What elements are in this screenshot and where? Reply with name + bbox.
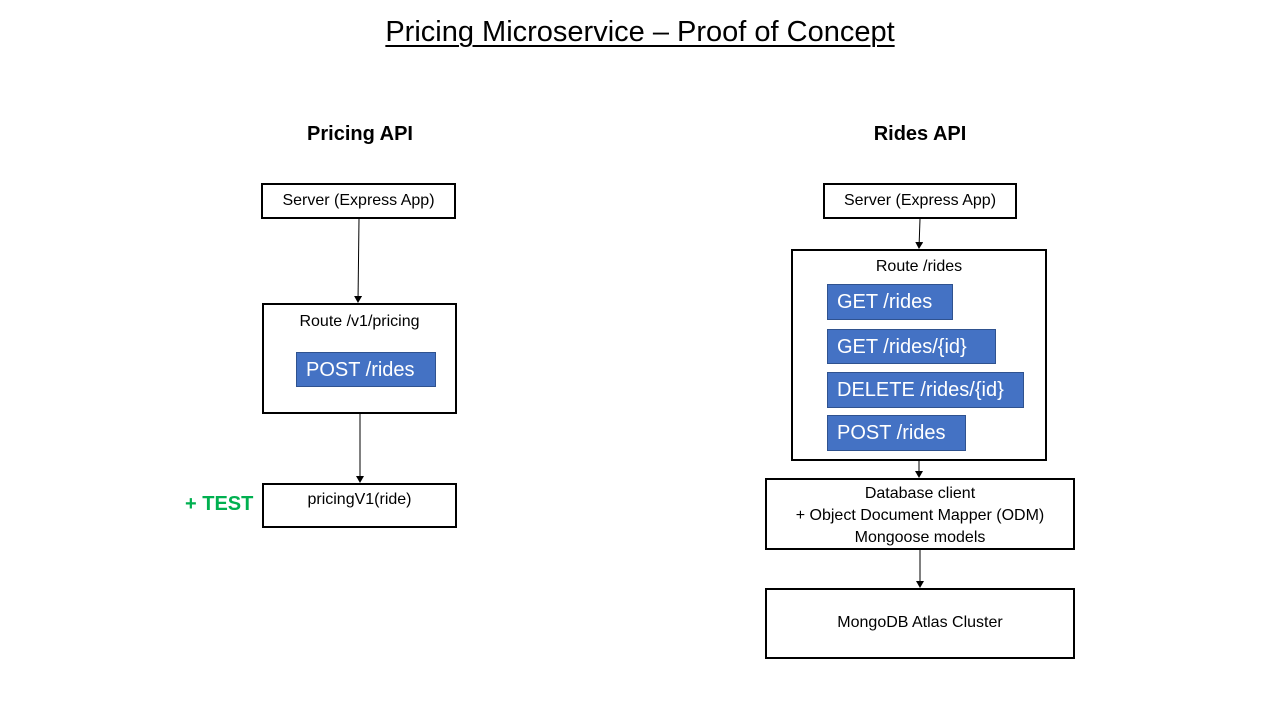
mongodb-cluster-box: MongoDB Atlas Cluster xyxy=(765,588,1075,659)
database-client-box: Database client + Object Document Mapper… xyxy=(765,478,1075,550)
db-client-line-1: Database client xyxy=(864,485,976,502)
pricing-route-label: Route /v1/pricing xyxy=(299,313,420,330)
arrow-pricing-server-to-route xyxy=(354,218,363,303)
pricing-endpoint-post-rides: POST /rides xyxy=(296,352,436,387)
test-label: + TEST xyxy=(185,493,254,515)
rides-endpoint-get-ride-by-id: GET /rides/{id} xyxy=(827,329,996,364)
pricing-api-heading: Pricing API xyxy=(307,123,413,145)
db-client-line-3: Mongoose models xyxy=(854,529,986,546)
rides-route-label: Route /rides xyxy=(875,258,963,275)
db-client-line-2: + Object Document Mapper (ODM) xyxy=(795,507,1045,524)
pricing-server-box: Server (Express App) xyxy=(261,183,456,219)
rides-server-box: Server (Express App) xyxy=(823,183,1017,219)
page-title: Pricing Microservice – Proof of Concept xyxy=(385,16,895,48)
arrow-rides-server-to-route xyxy=(915,218,924,249)
rides-endpoint-post-rides: POST /rides xyxy=(827,415,966,451)
pricing-function-box: pricingV1(ride) xyxy=(262,483,457,528)
rides-api-heading: Rides API xyxy=(873,123,967,145)
rides-endpoint-get-rides: GET /rides xyxy=(827,284,953,320)
rides-endpoint-delete-ride-by-id: DELETE /rides/{id} xyxy=(827,372,1024,408)
